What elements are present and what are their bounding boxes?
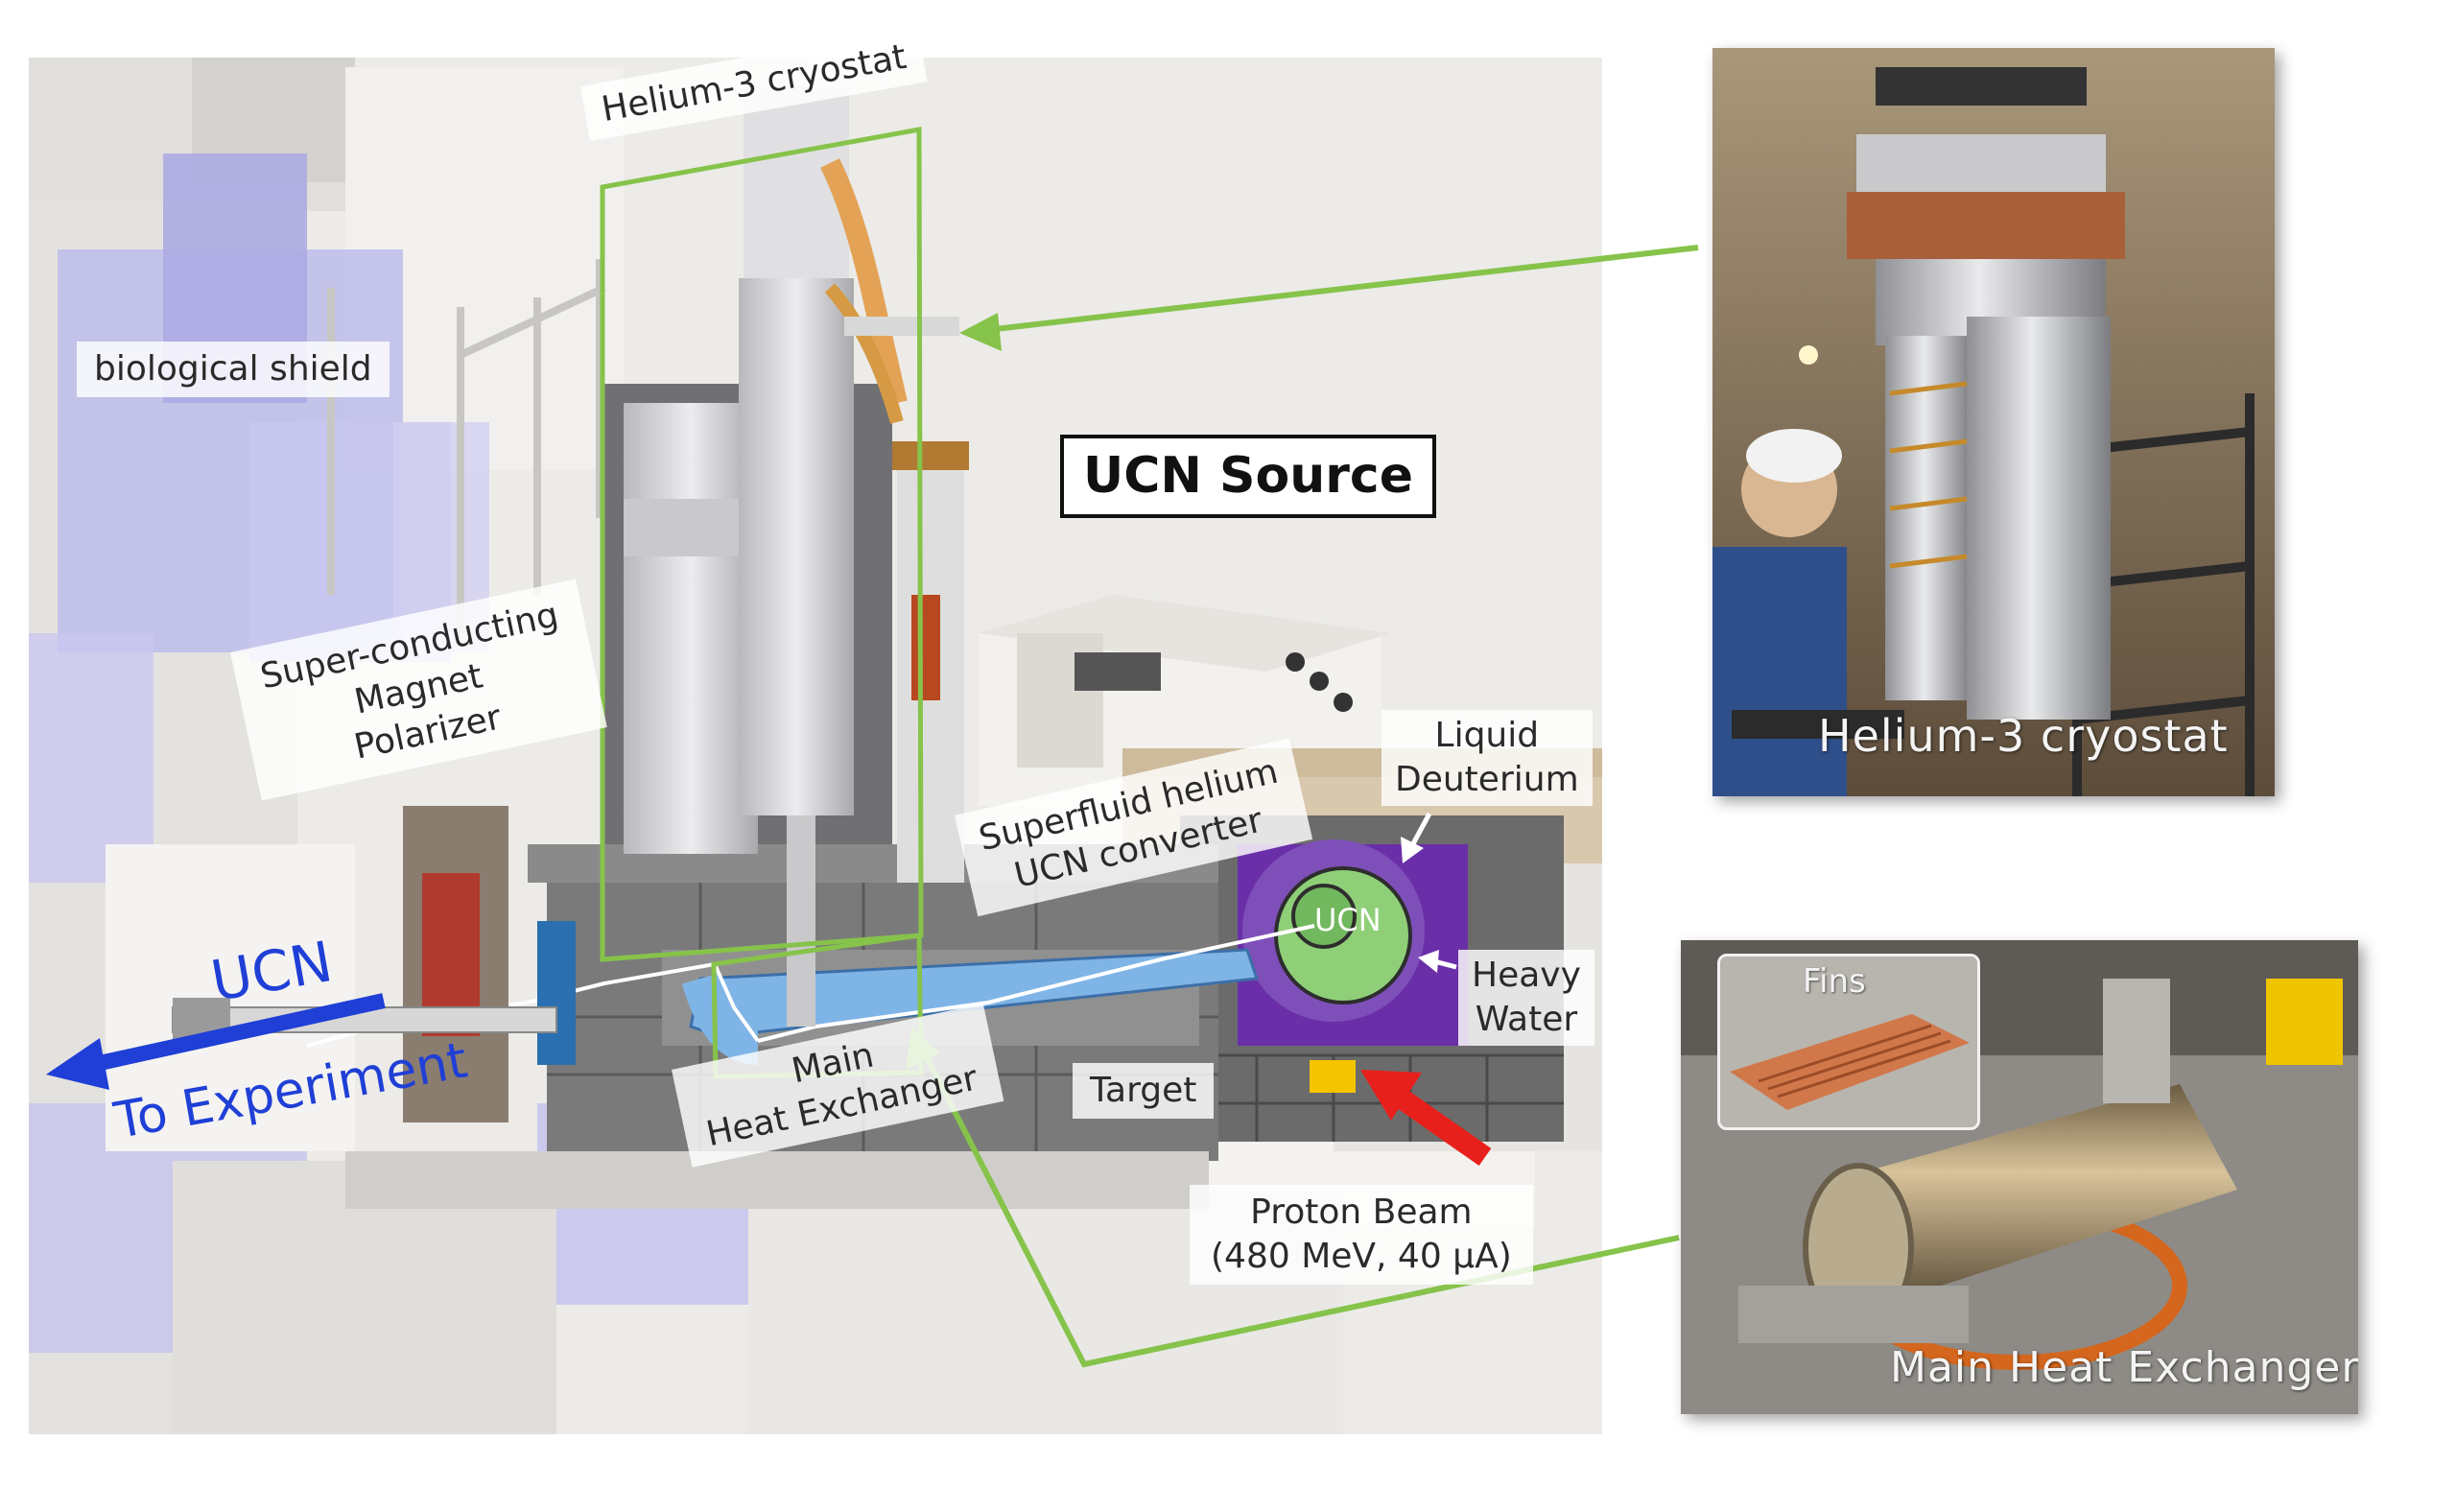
liquid-deuterium-label: Liquid Deuterium <box>1382 710 1593 806</box>
ucn-inner-label: UCN <box>1314 902 1382 938</box>
cryostat-photo: Helium-3 cryostat <box>1712 48 2275 796</box>
proton-beam-label: Proton Beam (480 MeV, 40 μA) <box>1190 1185 1533 1285</box>
fins-inset-image <box>1720 957 1977 1127</box>
target-label: Target <box>1073 1063 1215 1119</box>
heavy-water-label: Heavy Water <box>1458 950 1594 1046</box>
cryostat-photo-image <box>1712 48 2275 796</box>
fins-inset: Fins <box>1717 954 1980 1130</box>
biological-shield-label: biological shield <box>77 342 390 397</box>
ucn-source-title: UCN Source <box>1060 435 1436 518</box>
cryostat-photo-caption: Helium-3 cryostat <box>1818 710 2229 762</box>
heat-exchanger-photo-caption: Main Heat Exchanger <box>1890 1343 2358 1392</box>
ucn-out-arrowhead <box>46 1038 109 1090</box>
cryostat-callout-box <box>600 127 924 962</box>
cryostat-callout-arrowhead <box>959 313 1002 351</box>
proton-beam-arrowhead <box>1360 1070 1422 1121</box>
fins-label: Fins <box>1803 962 1866 1001</box>
heat-exchanger-photo: Fins Main Heat Exchanger <box>1681 940 2358 1414</box>
proton-beam-arrow <box>1392 1087 1492 1167</box>
cryostat-callout-line <box>978 245 1699 334</box>
ucn-out-arrow <box>89 993 386 1073</box>
